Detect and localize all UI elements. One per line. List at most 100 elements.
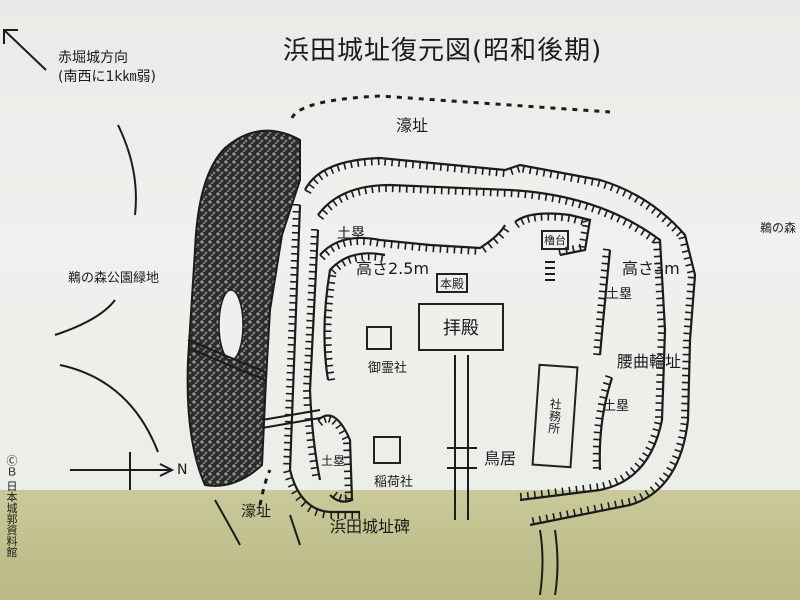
hatch-tick <box>594 339 602 342</box>
hatch-tick <box>344 193 349 201</box>
hatch-tick <box>326 295 334 298</box>
hatch-tick <box>601 262 609 265</box>
hatch-tick <box>564 197 568 205</box>
hatch-tick <box>630 467 636 474</box>
hatch-tick <box>596 311 604 314</box>
label-inarisha: 稲荷社 <box>374 475 414 490</box>
building-inarisha <box>373 436 401 464</box>
hatch-tick <box>528 166 532 175</box>
hatch-tick <box>578 201 582 209</box>
hatch-tick <box>561 487 564 495</box>
hatch-tick <box>634 462 641 469</box>
hatch-tick <box>425 162 429 170</box>
hatch-tick <box>651 236 657 244</box>
hatch-tick <box>575 485 578 493</box>
hatch-tick <box>603 181 608 189</box>
hatch-tick <box>300 500 307 508</box>
hatch-tick <box>581 224 590 228</box>
hatch-tick <box>683 332 691 335</box>
hatch-tick <box>347 256 352 264</box>
hatch-tick <box>603 210 608 218</box>
hatch-tick <box>600 269 609 272</box>
hatch-tick <box>580 218 584 226</box>
hatch-tick <box>614 477 619 485</box>
hatch-tick <box>350 190 355 198</box>
hatch-tick <box>598 290 606 293</box>
hatch-tick <box>593 431 601 434</box>
hatch-tick <box>656 211 662 219</box>
hatch-tick <box>305 431 314 435</box>
hatch-tick <box>291 489 299 495</box>
label-height-right: 高さ3m <box>622 259 680 278</box>
hatch-tick <box>570 174 573 182</box>
label-north: N <box>177 462 188 478</box>
hatch-tick <box>592 353 601 356</box>
north-arrow-icon <box>70 452 175 490</box>
hatch-tick <box>652 428 660 432</box>
hatch-tick <box>418 161 422 169</box>
hatch-tick <box>685 263 693 267</box>
label-earthwork-bottom: 土塁 <box>321 454 346 468</box>
hatch-tick <box>488 168 491 176</box>
hatch-tick <box>343 162 347 170</box>
label-right-edge: 鵜の森 <box>760 221 797 235</box>
hatch-tick <box>596 409 604 413</box>
ground-foreground <box>0 490 800 600</box>
hatch-tick <box>342 239 346 248</box>
hatch-tick <box>608 480 613 488</box>
hatch-tick <box>533 214 537 222</box>
hatch-tick <box>397 241 400 249</box>
hatch-tick <box>502 227 510 233</box>
hatch-tick <box>460 165 463 173</box>
hatch-tick <box>597 304 605 307</box>
hatch-tick <box>336 164 341 172</box>
hatch-tick <box>338 196 343 204</box>
hatch-tick <box>597 179 601 187</box>
label-earthwork-right-lower: 土塁 <box>603 399 630 414</box>
hatch-tick <box>571 245 575 253</box>
label-park: 鵜の森公園緑地 <box>68 271 160 286</box>
hatch-tick <box>375 239 379 247</box>
hatch-tick <box>616 215 621 223</box>
hatch-tick <box>685 304 693 307</box>
hatch-tick <box>572 508 576 517</box>
hatch-tick <box>639 493 644 501</box>
hatch-tick <box>327 378 336 381</box>
hatch-tick <box>678 236 686 240</box>
hatch-tick <box>411 243 414 251</box>
hatch-tick <box>326 204 333 211</box>
hatch-tick <box>597 207 602 215</box>
hatch-tick <box>481 246 487 253</box>
hatch-tick <box>595 325 603 328</box>
label-koshiguruwa: 腰曲輪址 <box>617 352 682 371</box>
hatch-tick <box>577 175 580 184</box>
hatch-tick <box>304 417 312 421</box>
building-shamusho: 社務所 <box>531 363 579 469</box>
hatch-tick <box>404 242 407 250</box>
hatch-tick <box>285 476 293 481</box>
hatch-tick <box>308 183 315 189</box>
hatch-tick <box>671 225 678 232</box>
hatch-tick <box>586 506 590 514</box>
hatch-tick <box>661 216 668 223</box>
hatch-tick <box>571 199 575 207</box>
hatch-tick <box>502 169 505 177</box>
hatch-tick <box>644 489 650 497</box>
hatch-tick <box>425 244 428 252</box>
hatch-tick <box>312 178 319 185</box>
hatch-tick <box>549 170 553 178</box>
hatch-tick <box>364 187 368 195</box>
hatch-tick <box>591 205 595 213</box>
hatch-tick <box>654 482 661 489</box>
hatch-tick <box>304 189 312 194</box>
hatch-tick <box>390 241 393 249</box>
hatch-tick <box>371 185 374 194</box>
hatch-tick <box>597 402 605 406</box>
hatch-tick <box>542 169 546 177</box>
hatch-tick <box>677 436 686 440</box>
hatch-tick <box>566 510 570 518</box>
hatch-tick <box>599 395 607 399</box>
hatch-tick <box>327 415 332 423</box>
hatch-tick <box>325 302 333 305</box>
label-earthwork-top-left: 土塁 <box>337 226 365 242</box>
